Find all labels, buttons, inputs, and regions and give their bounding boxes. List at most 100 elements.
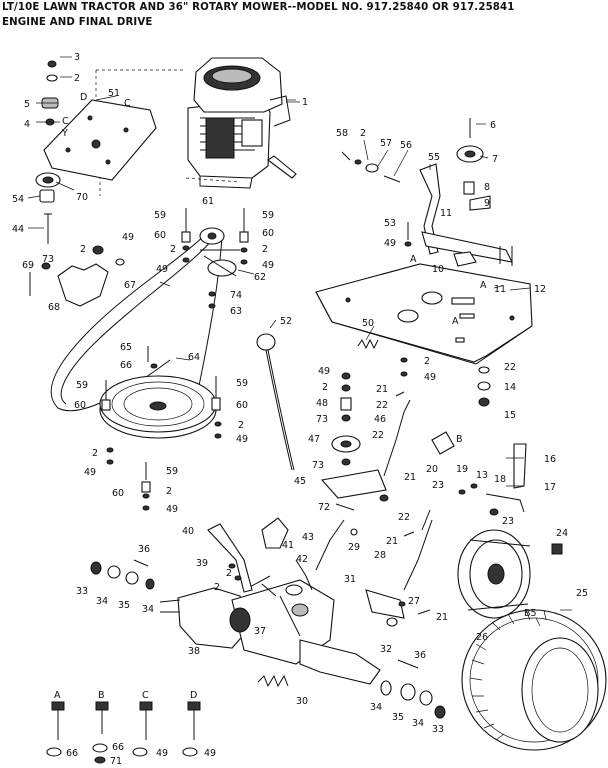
callout-2: 2 [80,244,86,255]
callout-2: 2 [226,568,232,579]
callout-1: 1 [302,97,308,108]
diagram-subtitle: ENGINE AND FINAL DRIVE [2,17,153,28]
callout-D: D [190,690,197,701]
center-links [350,494,431,537]
callout-33: 33 [76,586,88,597]
callout-68: 68 [48,302,60,313]
callout-49: 49 [204,748,216,759]
bracket-45 [320,469,387,499]
callout-49: 49 [236,434,248,445]
shift-linkage-upper [341,151,441,255]
rod-28 [403,519,433,591]
callout-23: 23 [432,480,444,491]
callout-49: 49 [122,232,134,243]
callout-C: C [62,116,69,127]
callout-44: 44 [12,224,24,235]
callout-53: 53 [384,218,396,229]
nut-49 [404,241,412,247]
callout-37: 37 [254,626,266,637]
callout-10: 10 [432,264,444,275]
callout-2: 2 [360,128,366,139]
callout-54: 54 [12,194,24,205]
callout-B5: B5 [524,608,537,619]
callout-2: 2 [92,448,98,459]
callout-63: 63 [230,306,242,317]
pin-21 [395,391,405,397]
callout-8: 8 [484,182,490,193]
callout-31: 31 [344,574,356,585]
callout-A: A [410,254,417,265]
diagram-title: LT/10E LAWN TRACTOR AND 36" ROTARY MOWER… [2,2,515,13]
callout-49: 49 [156,748,168,759]
callout-45: 45 [294,476,306,487]
callout-59: 59 [154,210,166,221]
callout-51: 51 [108,88,120,99]
callout-40: 40 [182,526,194,537]
axle-hardware-right [380,659,446,719]
callout-60: 60 [112,488,124,499]
callout-58: 58 [336,128,348,139]
callout-29: 29 [348,542,360,553]
rod-43 [315,519,345,571]
callout-25: 25 [576,588,588,599]
callout-66: 66 [120,360,132,371]
callout-71: 71 [110,756,122,767]
wheel-rim [457,529,531,619]
callout-22: 22 [376,400,388,411]
engine-illustration [187,57,297,189]
callout-35: 35 [392,712,404,723]
washer-66 [150,363,158,369]
hardware-stack-left [41,60,59,126]
spring-50 [357,338,379,350]
callout-28: 28 [374,550,386,561]
callout-17: 17 [544,482,556,493]
callout-70: 70 [76,192,88,203]
callout-32: 32 [380,644,392,655]
callout-34: 34 [142,604,154,615]
callout-22: 22 [504,362,516,373]
idler-assembly-center [331,372,361,466]
callout-59: 59 [166,466,178,477]
shift-lever-40 [207,523,253,593]
callout-21: 21 [404,472,416,483]
callout-C: C [142,690,149,701]
callout-60: 60 [74,400,86,411]
callout-50: 50 [362,318,374,329]
callout-39: 39 [196,558,208,569]
linkage-39-42 [228,517,313,596]
callout-49: 49 [424,372,436,383]
engine-pulley [35,172,61,244]
callout-35: 35 [118,600,130,611]
bracket-68 [29,245,125,307]
callout-46: 46 [374,414,386,425]
callout-22: 22 [372,430,384,441]
callout-67: 67 [124,280,136,291]
brake-linkage [458,443,527,516]
callout-66: 66 [112,742,124,753]
axle-hardware-left [90,559,155,590]
callout-2: 2 [322,382,328,393]
pin-21-b [417,609,431,615]
callout-labels: 1 2 3 4 5 51 D C C Y 70 54 44 2 49 69 73… [12,52,588,767]
nut-63 [208,303,216,309]
callout-56: 56 [400,140,412,151]
callout-48: 48 [316,398,328,409]
callout-52: 52 [280,316,292,327]
callout-A: A [54,690,61,701]
callout-36: 36 [138,544,150,555]
callout-2: 2 [262,244,268,255]
callout-2: 2 [166,486,172,497]
callout-59: 59 [236,378,248,389]
callout-18: 18 [494,474,506,485]
callout-64: 64 [188,352,200,363]
callout-6: 6 [490,120,496,131]
callout-74: 74 [230,290,242,301]
callout-2: 2 [170,244,176,255]
callout-34: 34 [412,718,424,729]
callout-27: 27 [408,596,420,607]
callout-65: 65 [120,342,132,353]
washer-74 [208,291,216,297]
callout-23: 23 [502,516,514,527]
callout-36: 36 [414,650,426,661]
callout-61: 61 [202,196,214,207]
